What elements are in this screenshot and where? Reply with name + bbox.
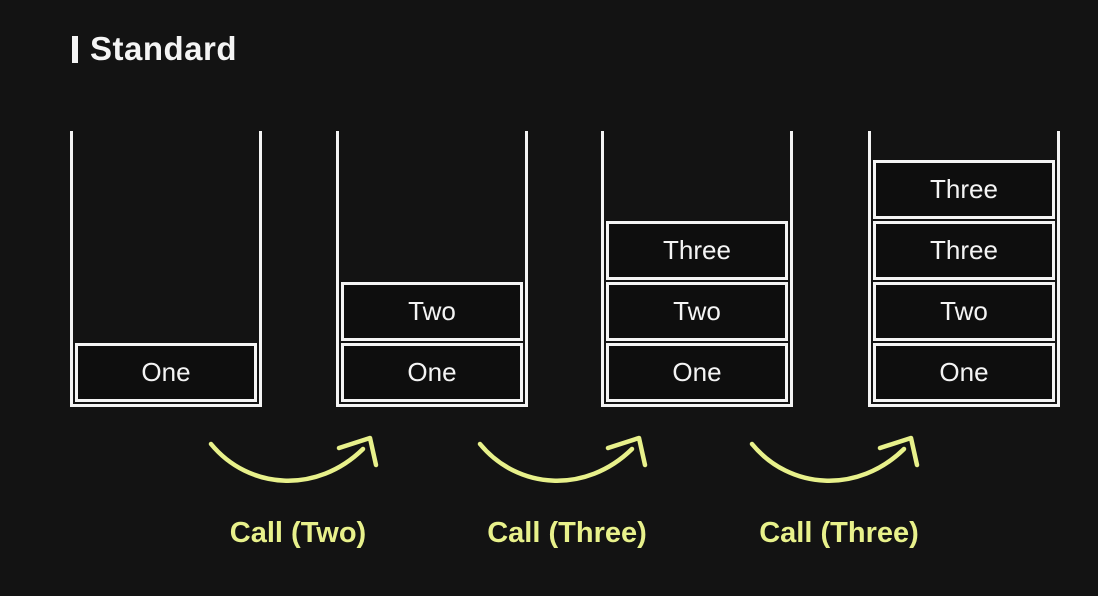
call-label-2: Call (Three) bbox=[487, 517, 647, 549]
stack-1-frame-1: One bbox=[75, 343, 257, 402]
stack-4-frame-3: Two bbox=[873, 282, 1055, 341]
call-arrow-icon bbox=[477, 435, 648, 483]
stack-4-frame-4: One bbox=[873, 343, 1055, 402]
stack-2-frame-1: Two bbox=[341, 282, 523, 341]
stack-2-frame-2: One bbox=[341, 343, 523, 402]
call-arrow-icon bbox=[208, 435, 379, 483]
section-title: Standard bbox=[72, 30, 237, 68]
stack-4-frame-1: Three bbox=[873, 160, 1055, 219]
call-label-3: Call (Three) bbox=[759, 517, 919, 549]
stack-3-frame-1: Three bbox=[606, 221, 788, 280]
stack-1: One bbox=[70, 131, 262, 407]
section-title-text: Standard bbox=[90, 30, 238, 67]
transition-1: Call (Two) bbox=[143, 432, 453, 550]
transition-2: Call (Three) bbox=[412, 432, 722, 550]
stack-3-frame-3: One bbox=[606, 343, 788, 402]
title-bar-icon bbox=[72, 35, 78, 63]
transition-3: Call (Three) bbox=[684, 432, 994, 550]
stack-3-frame-2: Two bbox=[606, 282, 788, 341]
call-arrow-icon bbox=[749, 435, 920, 483]
call-label-1: Call (Two) bbox=[229, 517, 367, 549]
stack-4-frame-2: Three bbox=[873, 221, 1055, 280]
